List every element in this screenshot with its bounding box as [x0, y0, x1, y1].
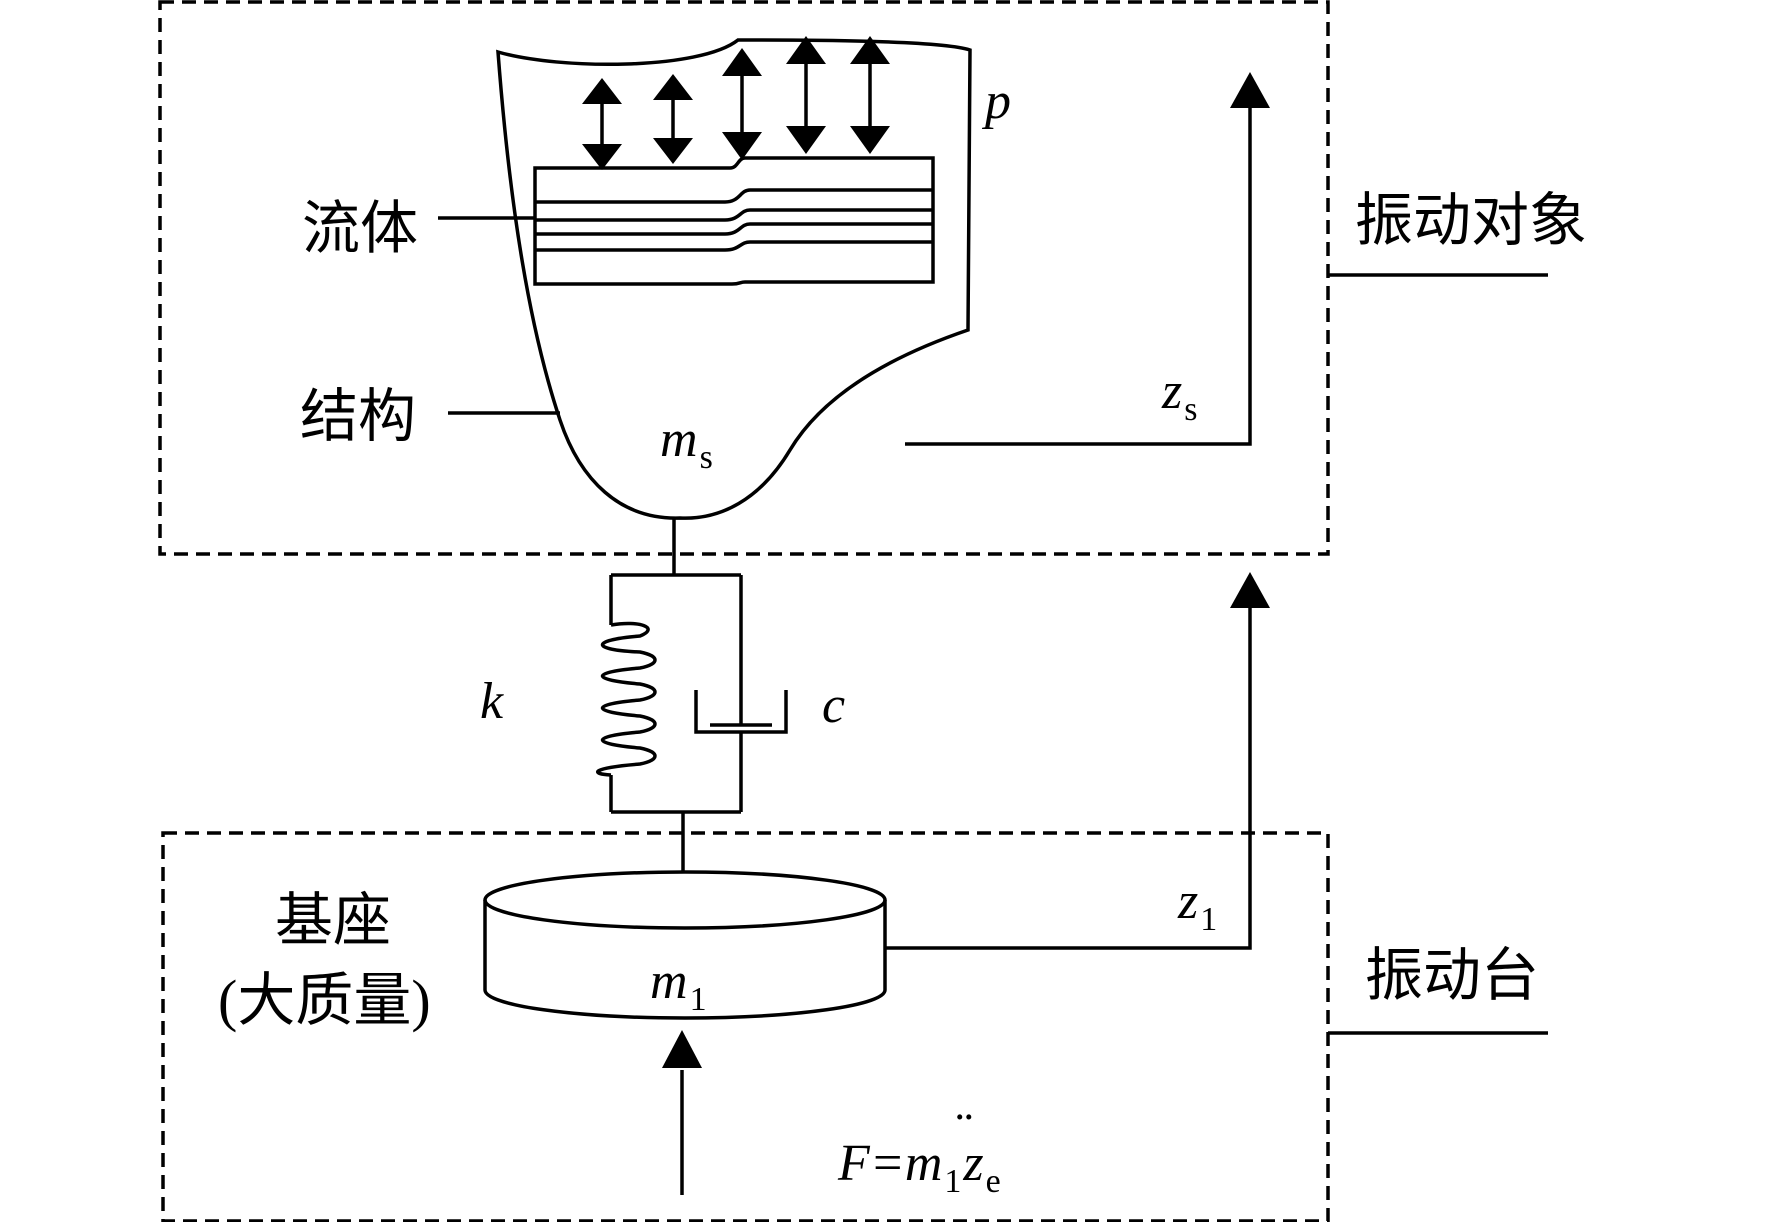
structure-disp-path — [905, 100, 1252, 446]
base-cylinder — [483, 870, 887, 1020]
pressure-arrow-4 — [786, 36, 826, 154]
structure-outline — [496, 38, 972, 520]
base-disp-path — [885, 600, 1252, 950]
vibration-object-label: 振动对象 — [1355, 188, 1587, 253]
base-disp-symbol: z1 — [1177, 873, 1217, 938]
pressure-arrow-1 — [582, 78, 622, 170]
base-label-line1: 基座 — [275, 888, 391, 953]
structure-disp-arrowhead — [1230, 72, 1270, 108]
base-disp-arrowhead — [1230, 572, 1270, 608]
pressure-arrow-2 — [653, 74, 693, 164]
base-label-line2: (大质量) — [218, 968, 431, 1033]
structure-label: 结构 — [300, 384, 416, 449]
stiffness-symbol: k — [480, 673, 504, 730]
pressure-arrow-5 — [850, 36, 890, 154]
fluid-label: 流体 — [302, 196, 418, 261]
pressure-arrow-3 — [722, 48, 762, 160]
vibration-object-boundary — [158, 0, 1330, 556]
vibration-table-label: 振动台 — [1365, 943, 1539, 1008]
fluid-layers — [533, 156, 935, 286]
vibration-table-boundary — [161, 831, 1330, 1222]
pressure-symbol: p — [981, 73, 1011, 130]
force-double-dot: ¨ — [952, 1103, 972, 1160]
base-mass-symbol: m1 — [650, 953, 707, 1018]
structure-disp-symbol: zs — [1161, 363, 1197, 428]
damping-symbol: c — [822, 677, 845, 734]
force-equation: F=m1ze — [837, 1135, 1001, 1200]
spring — [596, 621, 657, 777]
force-arrowhead — [662, 1030, 702, 1068]
pressure-arrows — [582, 36, 890, 170]
structure-mass-symbol: ms — [660, 411, 713, 476]
